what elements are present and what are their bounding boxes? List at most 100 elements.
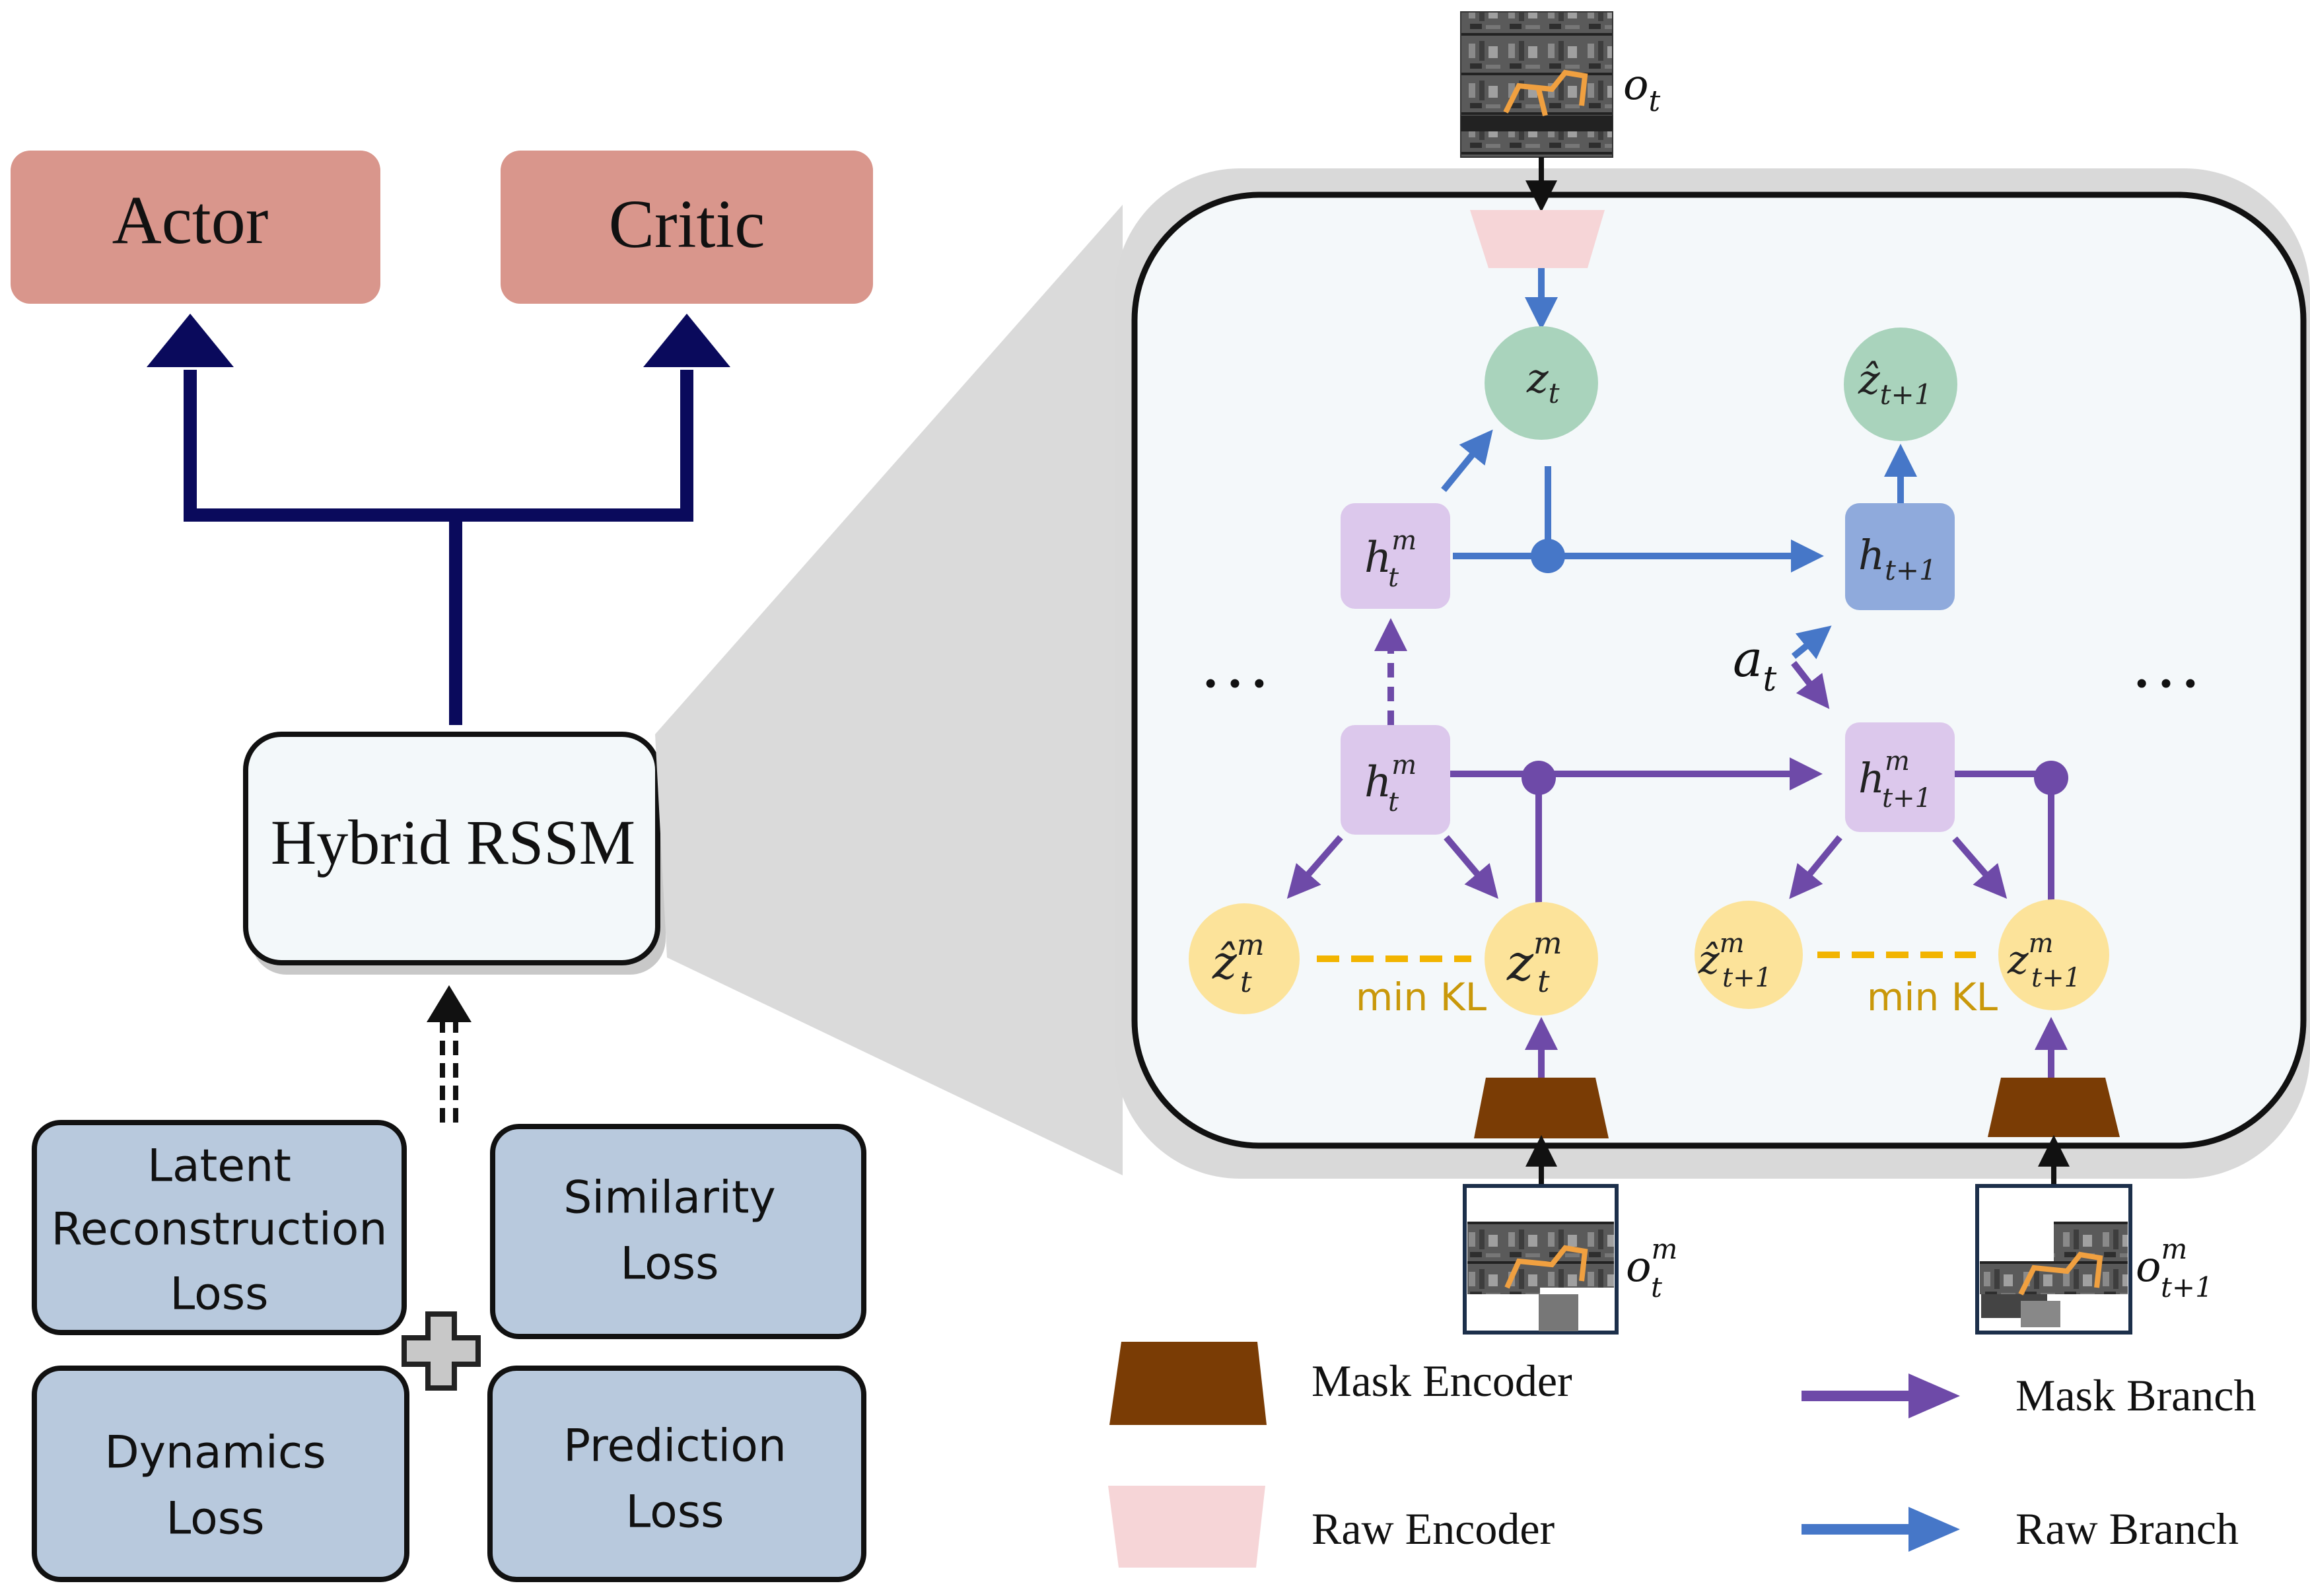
- h-t-upper-sup: m: [1391, 526, 1417, 556]
- actor-box: Actor: [11, 151, 380, 304]
- z-m-t-base: z: [1506, 933, 1534, 992]
- svg-text:hmt+1: hm t+1: [1858, 746, 1932, 814]
- z-hat-t1-sub: t+1: [1880, 378, 1932, 411]
- h-t-lower-sub: t: [1388, 787, 1399, 817]
- mask-branch-arrows: [1286, 660, 2068, 1078]
- zoom-wedge: [655, 205, 1123, 1175]
- svg-text:hmt: hmt: [1364, 526, 1417, 593]
- obs-mask-t-base: o: [1626, 1243, 1652, 1292]
- latent-reconstruction-line3: Loss: [170, 1268, 268, 1321]
- obs-mask-t1-base: o: [2136, 1243, 2161, 1292]
- z-m-t1-sup: m: [2029, 928, 2054, 959]
- h-m-t1-base: h: [1858, 754, 1885, 802]
- z-t-sub: t: [1549, 377, 1560, 409]
- min-kl-right: min KL: [1867, 975, 1998, 1020]
- legend-raw-branch-label: Raw Branch: [2015, 1504, 2239, 1554]
- svg-text:omt+1: om t+1: [2136, 1233, 2213, 1303]
- loss-to-rssm-arrow: [427, 985, 472, 1123]
- min-kl-left: min KL: [1356, 975, 1487, 1020]
- action-sub: t: [1763, 660, 1776, 699]
- svg-text:ẑt+1: ẑt+1: [1858, 355, 1932, 411]
- h-t-lower-base: h: [1364, 758, 1391, 807]
- observation-label: ot: [1623, 61, 1661, 118]
- z-hat-m-t-sub: t: [1240, 965, 1252, 999]
- action-label: at: [1733, 629, 1776, 699]
- action-base: a: [1733, 629, 1763, 688]
- masked-observation-label-t1: om t+1: [2136, 1233, 2213, 1303]
- z-m-t-sub: t: [1537, 963, 1550, 999]
- actor-label: Actor: [112, 182, 269, 258]
- svg-text:ẑmt+1: ẑm t+1: [1698, 928, 1772, 993]
- svg-text:ot: ot: [1623, 61, 1661, 118]
- z-m-t-sup: m: [1533, 925, 1562, 961]
- raw-join-dot: [1531, 539, 1565, 573]
- h-t1-sub: t+1: [1885, 554, 1937, 586]
- mask-join-dot-left: [1522, 761, 1556, 795]
- h-t1-base: h: [1858, 531, 1885, 579]
- z-hat-t1-base: ẑ: [1858, 355, 1880, 403]
- h-t-upper-base: h: [1364, 534, 1391, 582]
- mask-encoder-t1: [1988, 1078, 2120, 1137]
- h-t-upper-sub: t: [1388, 563, 1399, 593]
- svg-text:ht+1: ht+1: [1858, 531, 1937, 586]
- svg-text:ẑmt: ẑmt: [1212, 928, 1265, 999]
- svg-text:zt: zt: [1526, 354, 1560, 409]
- obs-mask-t-sub: t: [1651, 1271, 1662, 1303]
- h-t-lower-sup: m: [1391, 750, 1417, 781]
- masked-observation-image-t: [1463, 1184, 1619, 1335]
- similarity-line1: Similarity: [563, 1172, 776, 1224]
- legend: Mask Encoder Raw Encoder Mask Branch Raw…: [1108, 1342, 2256, 1568]
- z-hat-m-t1-base: ẑ: [1698, 937, 1720, 983]
- observation-image-top: [1460, 11, 1613, 158]
- raw-encoder-top: [1470, 210, 1605, 268]
- mask-encoder-t: [1474, 1078, 1609, 1138]
- hybrid-rssm-label: Hybrid RSSM: [271, 807, 635, 878]
- ellipsis-left: …: [1199, 622, 1271, 703]
- node-z-hat-t1: ẑt+1: [1844, 328, 1957, 441]
- dynamics-loss-box: Dynamics Loss: [32, 1366, 409, 1582]
- node-h-m-t1: hm t+1: [1845, 722, 1955, 832]
- legend-raw-encoder-swatch: [1108, 1486, 1265, 1568]
- dynamics-line2: Loss: [166, 1493, 264, 1545]
- z-hat-m-t1-sub: t+1: [1722, 963, 1772, 993]
- node-z-m-t1: zm t+1: [1998, 899, 2109, 1010]
- obs-mask-t1-sub: t+1: [2161, 1271, 2213, 1303]
- latent-reconstruction-loss-box: Latent Reconstruction Loss: [32, 1120, 407, 1335]
- latent-reconstruction-line1: Latent: [147, 1140, 291, 1193]
- h-m-t1-sup: m: [1885, 746, 1910, 777]
- actor-critic-connector: [184, 370, 693, 725]
- obs-sub: t: [1649, 85, 1661, 118]
- node-z-t: zt: [1485, 326, 1598, 440]
- h-m-t1-sub: t+1: [1882, 783, 1932, 814]
- hybrid-rssm-box: Hybrid RSSM: [243, 732, 666, 975]
- legend-mask-branch-label: Mask Branch: [2015, 1370, 2256, 1420]
- obs-mask-t1-sup: m: [2161, 1233, 2188, 1265]
- critic-box: Critic: [501, 151, 873, 304]
- z-hat-m-t-base: ẑ: [1212, 936, 1238, 990]
- svg-text:zmt+1: zm t+1: [2007, 928, 2081, 993]
- mask-join-dot-right: [2034, 761, 2068, 795]
- svg-text:omt: omt: [1626, 1233, 1677, 1303]
- masked-observation-image-t1: [1975, 1184, 2132, 1335]
- z-m-t1-base: z: [2007, 937, 2029, 983]
- dynamics-line1: Dynamics: [104, 1427, 326, 1479]
- prediction-loss-box: Prediction Loss: [487, 1366, 866, 1582]
- z-m-t1-sub: t+1: [2031, 963, 2081, 993]
- legend-mask-branch-arrowhead: [1908, 1373, 1960, 1418]
- legend-raw-branch-arrowhead: [1908, 1507, 1960, 1552]
- z-hat-m-t-sup: m: [1237, 928, 1265, 962]
- z-hat-m-t1-sup: m: [1720, 928, 1745, 959]
- critic-arrowhead: [643, 314, 730, 367]
- ellipsis-right: …: [2130, 622, 2202, 703]
- actor-arrowhead: [147, 314, 234, 367]
- svg-text:hmt: hmt: [1364, 750, 1417, 817]
- legend-mask-encoder-swatch: [1109, 1342, 1267, 1425]
- z-t-base: z: [1526, 354, 1549, 402]
- similarity-loss-box: Similarity Loss: [490, 1124, 866, 1339]
- latent-reconstruction-line2: Reconstruction: [52, 1204, 388, 1256]
